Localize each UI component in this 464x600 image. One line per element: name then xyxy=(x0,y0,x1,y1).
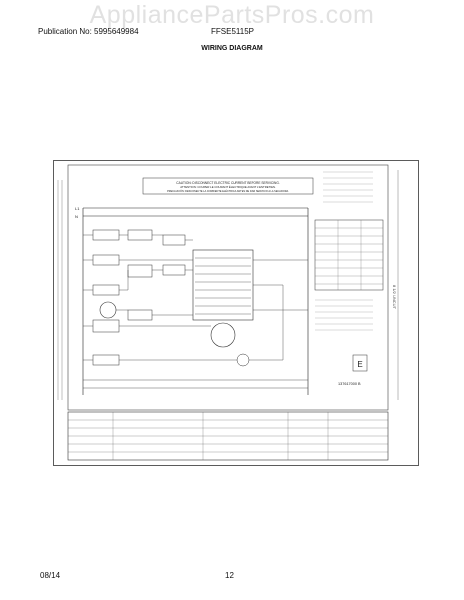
reference-number: 137617000 B xyxy=(338,382,361,386)
caution-text-2: ATTENTION: COUPER LE COURANT ÉLECTRIQUE … xyxy=(180,184,276,189)
wiring-diagram: 8 1/2 UNCUT CAUTION: DISCONNECT ELECTRIC… xyxy=(53,160,419,466)
wire-n-label: N xyxy=(75,214,78,219)
watermark: AppliancePartsPros.com xyxy=(89,1,375,29)
caution-text-3: PRECAUCIÓN: DESCONECTE LA CORRIENTE ELÉC… xyxy=(167,190,289,193)
svg-text:8 1/2 UNCUT: 8 1/2 UNCUT xyxy=(392,285,397,310)
publication-number: Publication No: 5995649984 xyxy=(38,27,139,36)
wiring-diagram-sheet: 8 1/2 UNCUT CAUTION: DISCONNECT ELECTRIC… xyxy=(53,160,419,466)
page-number: 12 xyxy=(225,571,234,580)
model-number: FFSE5115P xyxy=(211,27,254,36)
page-title: WIRING DIAGRAM xyxy=(201,45,263,52)
caution-text-1: CAUTION: DISCONNECT ELECTRIC CURRENT BEF… xyxy=(176,181,280,185)
footer-date: 08/14 xyxy=(40,571,61,580)
svg-text:E: E xyxy=(357,360,362,369)
wire-l1-label: L1 xyxy=(75,206,80,211)
